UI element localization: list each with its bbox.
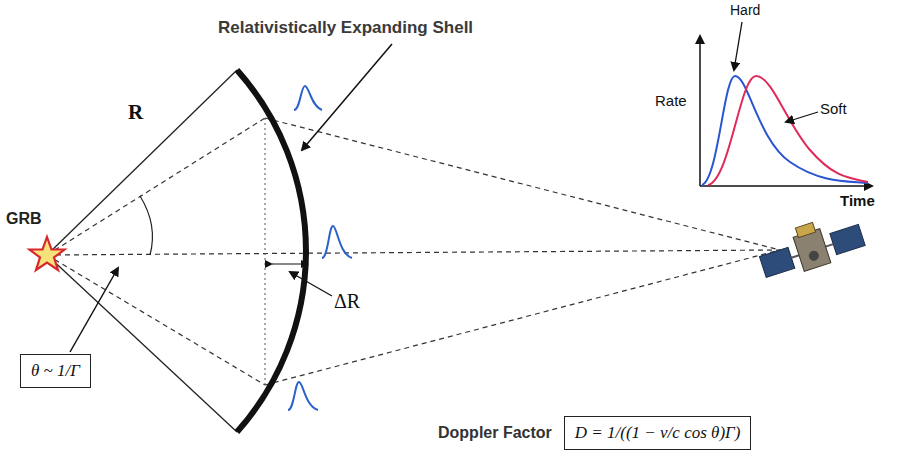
formula-heading: Doppler Factor [438, 424, 552, 442]
source-label: GRB [6, 210, 42, 228]
angle-formula-box: θ ~ 1/Γ [20, 354, 91, 388]
axis-label: Time [840, 192, 875, 209]
shell-label: Relativistically Expanding Shell [218, 18, 473, 38]
thickness-label: ΔR [334, 290, 360, 313]
axis-label: Rate [655, 92, 687, 109]
doppler-formula-box: Doppler Factor D = 1/((1 − v/c cos θ)Γ) [438, 416, 751, 450]
curve-label: Soft [820, 100, 847, 117]
formula-text: D = 1/((1 − v/c cos θ)Γ) [564, 416, 752, 450]
radius-label: R [128, 100, 143, 125]
curve-label: Hard [730, 2, 760, 18]
formula-text: θ ~ 1/Γ [20, 354, 91, 388]
